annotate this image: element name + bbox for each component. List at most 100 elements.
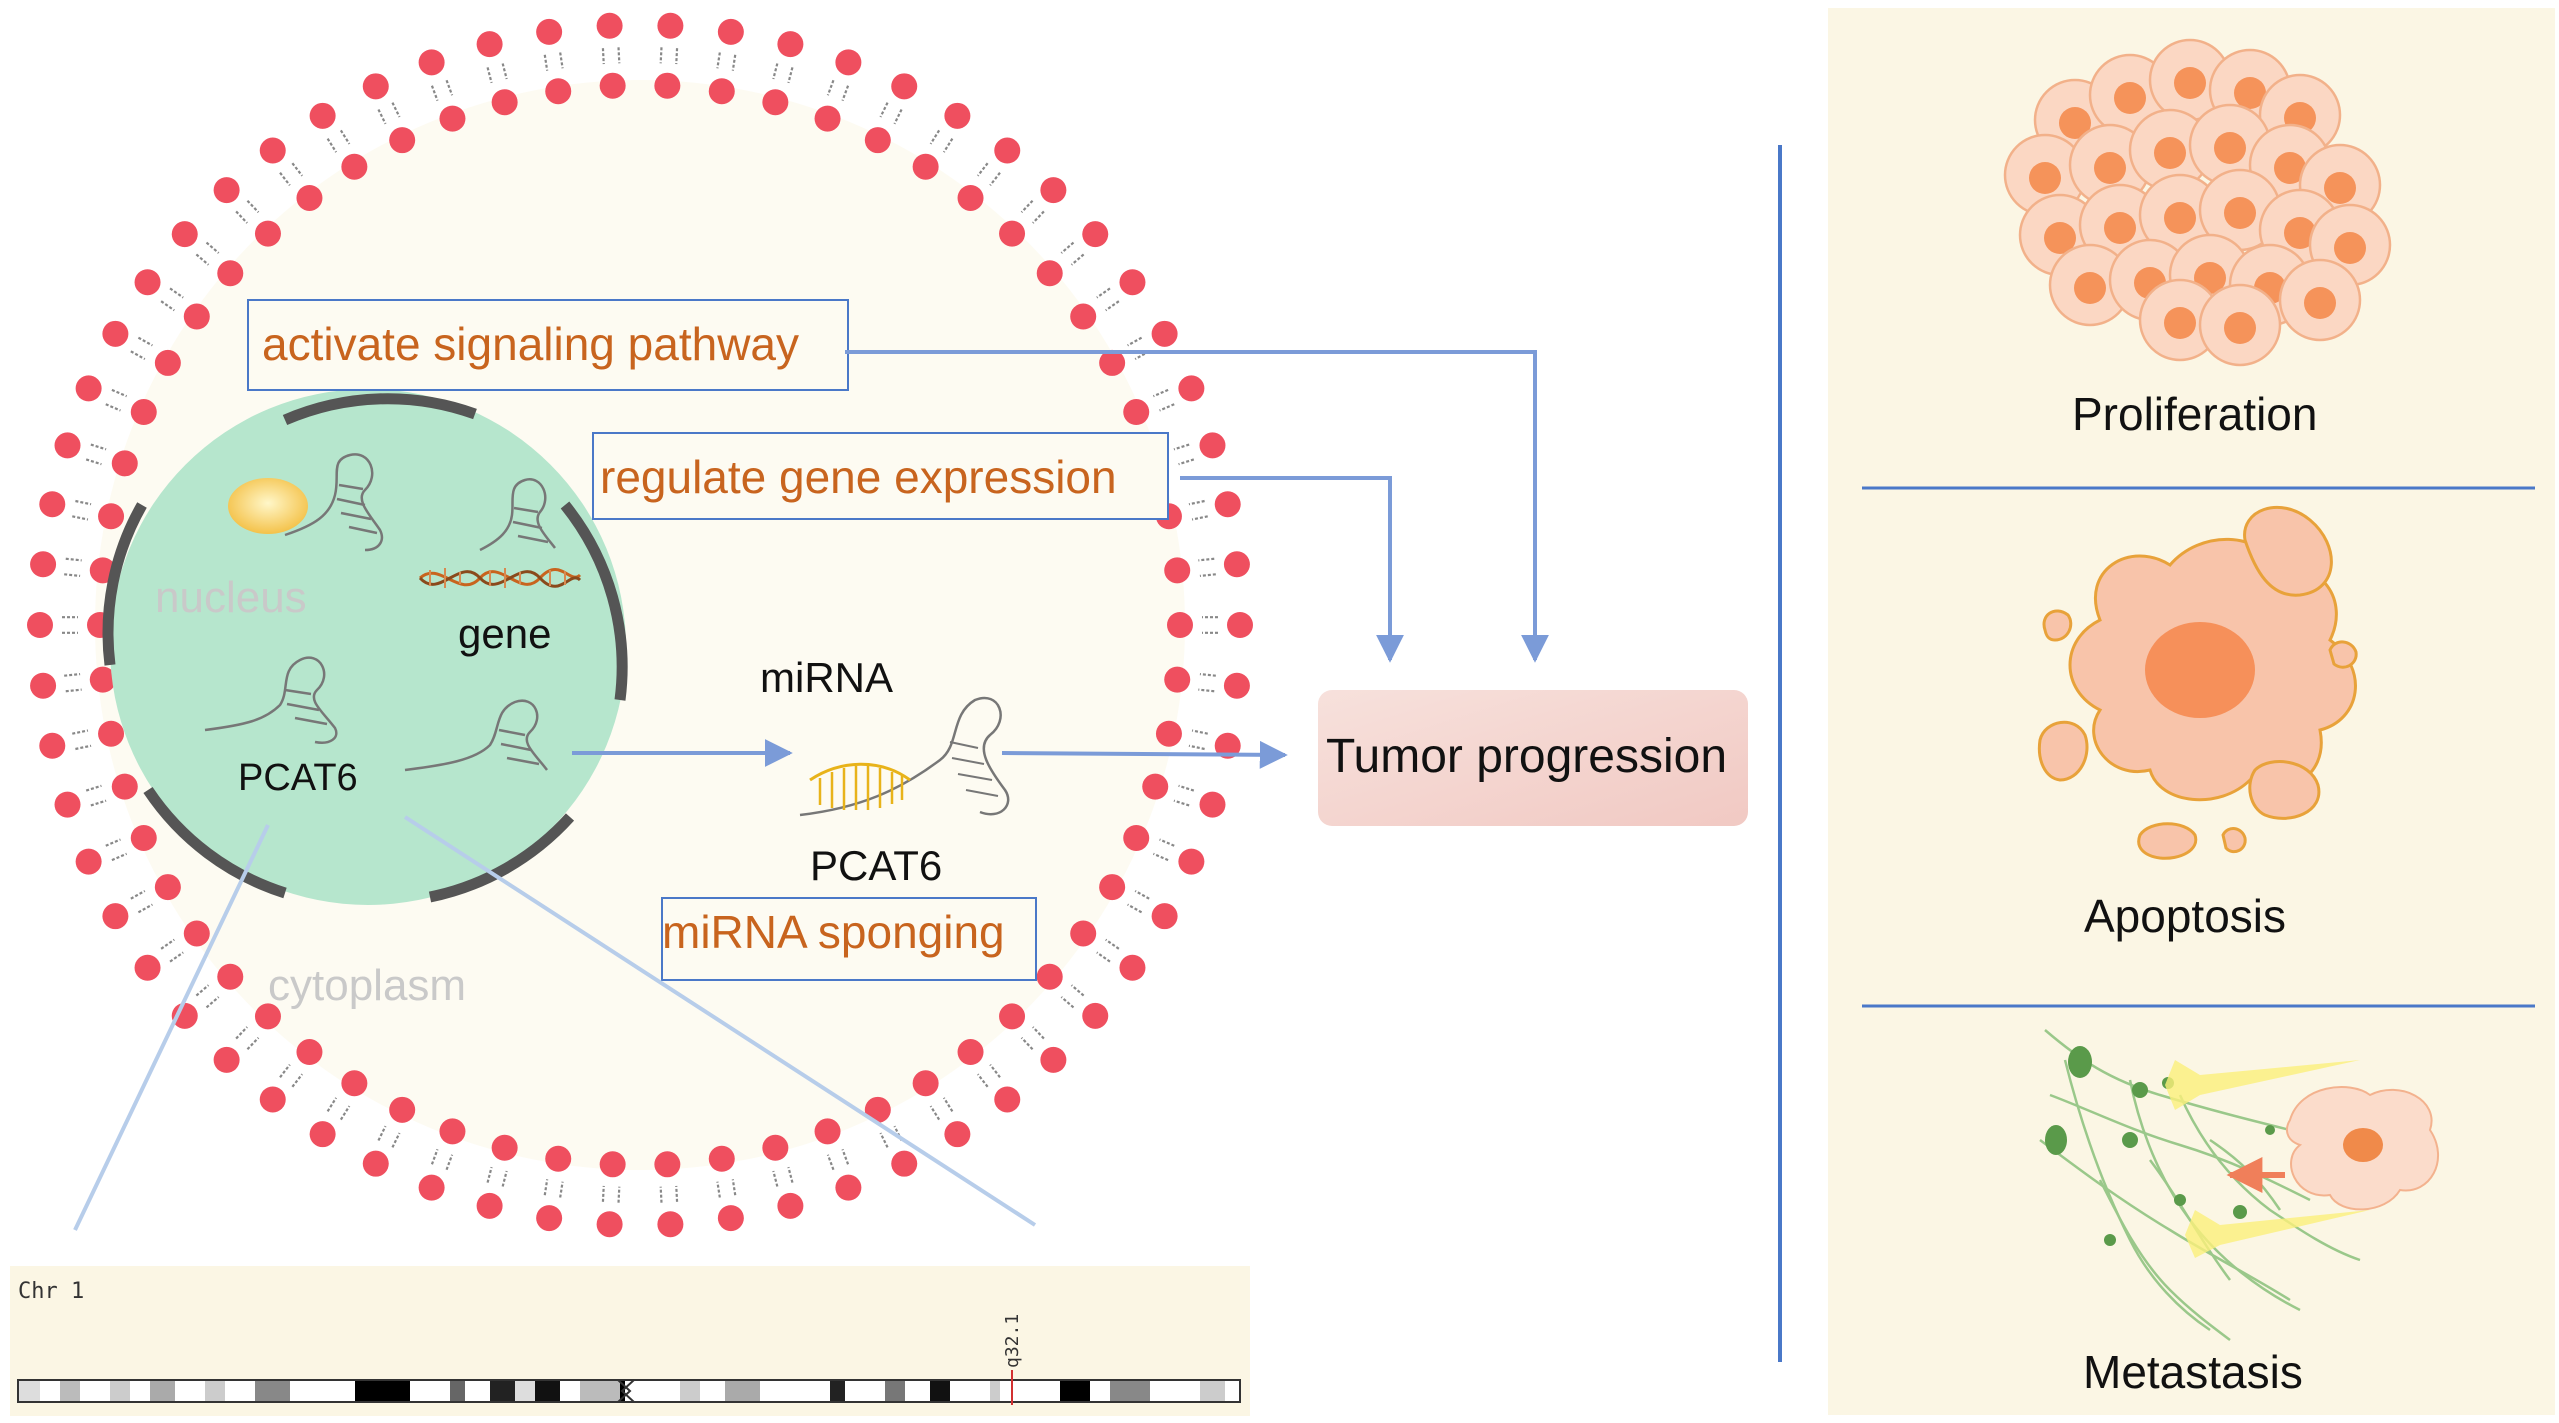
lipid-molecule (999, 1003, 1067, 1073)
lipid-molecule (536, 1145, 572, 1232)
gene-label: gene (458, 610, 551, 657)
chromosome-band (515, 1380, 535, 1402)
lipid-molecule (1142, 773, 1226, 818)
nucleus-label: nucleus (155, 573, 307, 622)
lipid-molecule (1036, 221, 1109, 287)
chromosome-band (1150, 1380, 1200, 1402)
pcat6-cytoplasm-label: PCAT6 (810, 842, 942, 889)
chromosome-band (175, 1380, 205, 1402)
lipid-molecule (476, 1134, 518, 1219)
lipid-molecule (27, 612, 113, 638)
lipid-molecule (708, 1145, 744, 1232)
lipid-molecule (536, 18, 572, 105)
lipid-molecule (814, 49, 862, 132)
chromosome-band (830, 1380, 845, 1402)
lipid-molecule (75, 824, 157, 875)
tumor-progression-box (1318, 690, 1748, 826)
cell-membrane (27, 12, 1253, 1238)
lipid-molecule (762, 1134, 804, 1219)
lipid-molecule (1099, 320, 1178, 376)
chromosome-band (1000, 1380, 1060, 1402)
lipid-molecule (814, 1118, 862, 1201)
chromosome-band (18, 1380, 40, 1402)
mirna-sponging-box (661, 897, 1037, 981)
lipid-molecule (1164, 551, 1250, 584)
apoptosis-label: Apoptosis (2084, 890, 2286, 942)
lipid-molecule (654, 1151, 684, 1238)
metastasis-icon (2039, 1029, 2440, 1341)
arrow-complex-to-tumor (1001, 740, 1288, 769)
chromosome-band (60, 1380, 80, 1402)
lipid-molecule (1123, 824, 1205, 875)
rna-hairpin-icon (284, 453, 384, 552)
cytoplasm-label: cytoplasm (268, 961, 466, 1010)
mirna-pcat6-complex-icon (799, 696, 1010, 817)
chromosome-band (760, 1380, 830, 1402)
chromosome-band (580, 1380, 620, 1402)
chromosome-band (410, 1380, 450, 1402)
lipid-molecule (75, 375, 157, 426)
chromosome-band (225, 1380, 255, 1402)
arrow-signaling-to-tumor (845, 350, 1549, 663)
lipid-molecule (362, 1096, 416, 1177)
chromosome-band (725, 1380, 760, 1402)
lipid-molecule (30, 551, 116, 584)
lipid-molecule (134, 920, 210, 981)
mirna-label: miRNA (760, 654, 893, 701)
lipid-molecule (957, 137, 1021, 211)
rna-hairpin-icon (404, 699, 548, 772)
band-label: q32.1 (1002, 1314, 1023, 1368)
proliferation-label: Proliferation (2072, 388, 2317, 440)
chromosome-band (130, 1380, 150, 1402)
lipid-molecule (309, 1070, 368, 1148)
lipid-molecule (171, 221, 244, 287)
lipid-molecule (708, 18, 744, 105)
chromosome-band (80, 1380, 110, 1402)
nuclear-envelope (102, 393, 628, 903)
proliferating-cell (2198, 283, 2282, 367)
lipid-molecule (54, 773, 138, 818)
lipid-molecule (418, 49, 466, 132)
lipid-molecule (1167, 612, 1253, 638)
chromosome-band (885, 1380, 905, 1402)
lipid-molecule (134, 269, 210, 330)
lipid-molecule (912, 102, 971, 180)
lipid-molecule (1099, 874, 1178, 930)
chromosome-band (255, 1380, 290, 1402)
regulate-gene-label: regulate gene expression (600, 451, 1117, 503)
lipid-molecule (54, 432, 138, 477)
rna-hairpin-icon (204, 656, 338, 744)
lipid-molecule (259, 1039, 323, 1113)
lipid-molecule (213, 1003, 281, 1073)
lipid-molecule (309, 102, 368, 180)
arrow-gene-to-tumor (1180, 476, 1404, 663)
chromosome-band (930, 1380, 950, 1402)
chromosome-band (560, 1380, 580, 1402)
activate-signaling-box (247, 299, 849, 391)
chromosome-band (535, 1380, 560, 1402)
lipid-molecule (999, 177, 1067, 247)
chromosome-band (1110, 1380, 1150, 1402)
lipid-molecule (362, 73, 416, 154)
lipid-molecule (39, 491, 125, 530)
lipid-molecule (654, 12, 684, 99)
dna-helix-icon (418, 568, 582, 588)
proliferating-cell (2278, 258, 2362, 342)
chromosome-band (40, 1380, 60, 1402)
lipid-molecule (259, 137, 323, 211)
lipid-molecule (912, 1070, 971, 1148)
lipid-molecule (864, 1096, 918, 1177)
chromosome-band (490, 1380, 515, 1402)
lipid-molecule (30, 666, 116, 699)
lipid-molecule (1036, 963, 1109, 1029)
chromosome-band (465, 1380, 490, 1402)
chromosome-band (355, 1380, 410, 1402)
lipid-molecule (39, 720, 125, 759)
pathway-arrows (572, 350, 1549, 769)
chromosome-band (950, 1380, 990, 1402)
lipid-molecule (762, 31, 804, 116)
metastasis-label: Metastasis (2083, 1346, 2303, 1398)
lipid-molecule (864, 73, 918, 154)
mirna-sponging-label: miRNA sponging (662, 906, 1005, 958)
chromosome-band (150, 1380, 175, 1402)
